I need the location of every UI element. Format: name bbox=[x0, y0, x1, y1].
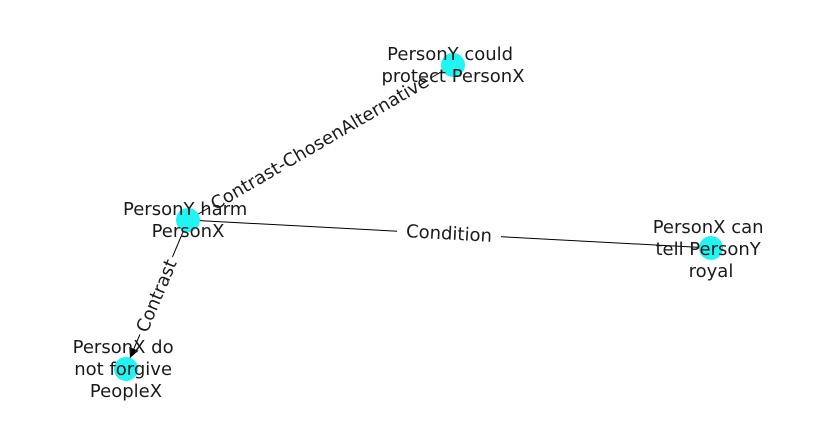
node-label-line: PeopleX bbox=[90, 381, 162, 402]
node-label-line: royal bbox=[689, 261, 734, 282]
node-label-line: PersonX do bbox=[73, 337, 174, 358]
edge-label-contrast-chosen-alternative: Contrast-ChosenAlternative bbox=[207, 71, 433, 215]
node-protect bbox=[441, 53, 465, 77]
node-label-tell: PersonX can tell PersonY royal bbox=[653, 217, 770, 282]
node-forgive bbox=[114, 357, 138, 381]
node-label-forgive: PersonX do not forgive PeopleX bbox=[73, 337, 180, 402]
node-label-protect: PersonY could protect PersonX bbox=[381, 44, 524, 87]
node-label-harm: PersonY harm PersonX bbox=[123, 199, 253, 242]
node-label-line: PersonX bbox=[152, 221, 225, 242]
node-label-line: PersonX can bbox=[653, 217, 764, 238]
edge-label-condition: Condition bbox=[406, 221, 493, 247]
node-tell bbox=[699, 236, 723, 260]
node-label-line: protect PersonX bbox=[381, 66, 524, 87]
node-label-line: PersonY could bbox=[387, 44, 513, 65]
node-label-line: PersonY harm bbox=[123, 199, 247, 220]
node-label-line: tell PersonY bbox=[655, 239, 761, 260]
node-label-line: not forgive bbox=[74, 359, 172, 380]
node-harm bbox=[176, 208, 200, 232]
